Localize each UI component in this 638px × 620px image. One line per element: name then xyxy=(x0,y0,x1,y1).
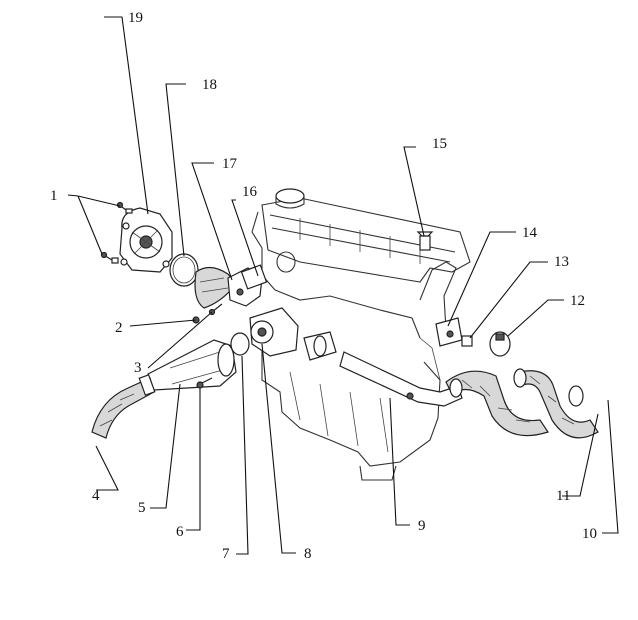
callout-16: 16 xyxy=(242,184,258,200)
callout-12: 12 xyxy=(570,293,585,309)
callout-9: 9 xyxy=(418,518,426,534)
callout-2: 2 xyxy=(115,320,123,336)
hose-clamp-12 xyxy=(489,331,511,357)
callout-11: 11 xyxy=(556,488,570,504)
callout-13: 13 xyxy=(554,254,569,270)
bracket xyxy=(419,261,457,331)
pump-outlet-hose xyxy=(194,266,237,309)
callout-18: 18 xyxy=(202,77,217,93)
callout-6: 6 xyxy=(176,524,184,540)
callout-7: 7 xyxy=(222,546,230,562)
leader-lines xyxy=(67,16,619,555)
callout-19: 19 xyxy=(128,10,143,26)
clip-13 xyxy=(461,335,473,347)
heater-hose-b xyxy=(517,370,599,439)
callout-15: 15 xyxy=(432,136,447,152)
callout-4: 4 xyxy=(92,488,100,504)
callout-5: 5 xyxy=(138,500,146,516)
callout-17: 17 xyxy=(222,156,238,172)
callout-8: 8 xyxy=(304,546,312,562)
callout-3: 3 xyxy=(134,360,142,376)
gasket-7 xyxy=(230,332,250,356)
callout-10: 10 xyxy=(582,526,597,542)
bypass-pipe xyxy=(339,351,463,407)
water-pump xyxy=(119,207,173,273)
engine-block xyxy=(251,188,471,481)
thermostat xyxy=(249,307,299,357)
callout-1: 1 xyxy=(50,188,58,204)
thermostat-housing xyxy=(227,264,268,307)
pump-o-ring xyxy=(169,253,199,287)
temp-sensor xyxy=(416,231,434,251)
oil-filler-cap-icon xyxy=(275,188,305,204)
callout-14: 14 xyxy=(522,225,538,241)
